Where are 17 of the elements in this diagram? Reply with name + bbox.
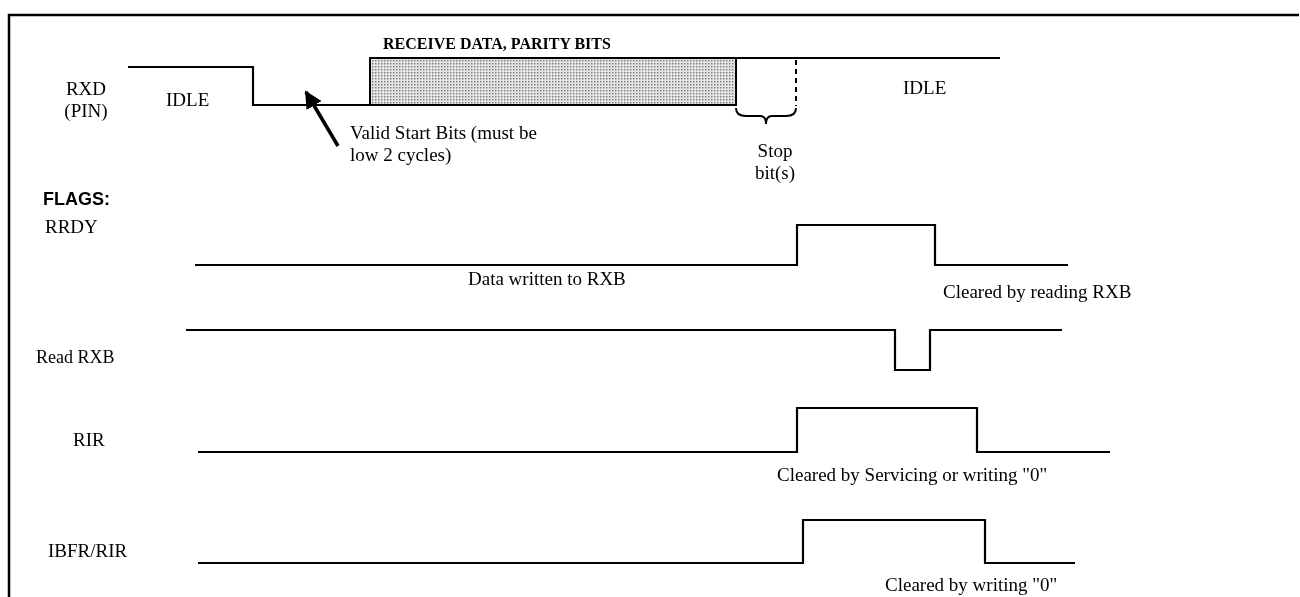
state-label: IDLE xyxy=(166,89,210,111)
rxd-waveform-drawing xyxy=(126,56,1002,107)
state-label: IDLE xyxy=(903,77,947,99)
signal-name: Read RXB xyxy=(36,346,115,368)
annotation-note: Valid Start Bits (must be low 2 cycles) xyxy=(350,122,565,166)
leader-arrow xyxy=(304,90,340,147)
stop-bit-label: Stop bit(s) xyxy=(753,140,797,184)
annotation: Data written to RXB xyxy=(468,268,626,290)
signal-name: RXD (PIN) xyxy=(63,78,109,122)
annotation: Cleared by Servicing or writing "0" xyxy=(777,464,1048,486)
signal-name: IBFR/RIR xyxy=(48,540,128,562)
annotation: Cleared by reading RXB xyxy=(943,281,1132,303)
signal-name: RIR xyxy=(73,429,105,451)
signal-name: RRDY xyxy=(45,216,98,238)
bus-label: RECEIVE DATA, PARITY BITS xyxy=(383,34,611,54)
annotation: Cleared by writing "0" xyxy=(885,574,1058,596)
section-heading: FLAGS: xyxy=(43,188,110,210)
